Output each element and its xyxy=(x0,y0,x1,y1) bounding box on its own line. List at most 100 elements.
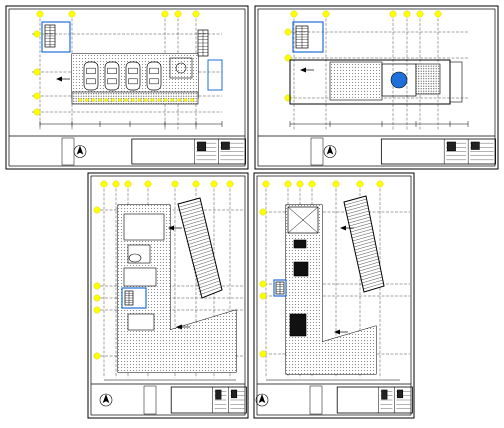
stair-tread xyxy=(357,258,379,266)
grid-bubble-icon xyxy=(190,98,194,102)
grid-bubble-icon xyxy=(93,294,101,302)
grid-bubble xyxy=(434,10,442,18)
grid-bubble xyxy=(259,208,267,216)
grid-bubble-icon xyxy=(183,98,188,102)
grid-bubble xyxy=(98,98,102,102)
grid-bubble xyxy=(416,10,424,18)
stair-tread xyxy=(346,207,369,215)
grid-bubble xyxy=(296,180,304,188)
grid-bubble-icon xyxy=(192,10,200,18)
title-block-frame xyxy=(131,138,246,165)
grid-bubble-icon xyxy=(36,10,44,18)
title-block xyxy=(131,138,246,165)
car-windshield xyxy=(86,67,96,75)
sheet-inner-border xyxy=(8,8,246,167)
service-room xyxy=(169,57,193,79)
stair-tread xyxy=(353,240,376,248)
car-body xyxy=(83,61,99,91)
bath xyxy=(127,244,151,264)
grid-bubble-icon xyxy=(259,208,267,216)
sheet-border xyxy=(253,172,415,419)
section-arrow-icon xyxy=(168,225,182,231)
grid-bubble-icon xyxy=(144,98,148,102)
title-block-logo xyxy=(397,389,404,399)
grid-bubble-icon xyxy=(416,10,424,18)
section-arrow-icon xyxy=(300,67,314,73)
grid-bubble-icon xyxy=(137,98,142,102)
stair-tread xyxy=(359,267,381,275)
stair-tread xyxy=(359,264,380,272)
grid-bubble xyxy=(163,98,168,102)
title-strip-cell xyxy=(310,137,324,166)
grid-bubble-icon xyxy=(262,180,270,188)
highlighted-stair-box xyxy=(121,287,147,309)
car-body xyxy=(104,61,120,91)
stair-tread xyxy=(182,216,205,223)
title-block xyxy=(336,386,413,414)
furniture-block xyxy=(289,313,307,337)
sheet-2-ground-floor xyxy=(254,5,499,170)
grid-bubble xyxy=(33,108,41,116)
stair-tread xyxy=(345,204,368,212)
stair-tread xyxy=(193,262,216,270)
ramp-zone xyxy=(71,91,199,105)
section-arrow-icon xyxy=(176,324,190,330)
grid-bubble xyxy=(284,180,292,188)
stair-tread xyxy=(196,274,219,283)
stair-tread xyxy=(199,286,222,296)
title-block-logo xyxy=(381,389,388,400)
title-block-frame xyxy=(336,386,413,414)
grid-bubble xyxy=(93,352,101,360)
grid-bubble-icon xyxy=(296,180,304,188)
side-room xyxy=(449,61,463,103)
grid-bubble-icon xyxy=(170,98,175,102)
grid-bubble-icon xyxy=(210,180,218,188)
stair-tread xyxy=(197,277,220,286)
grid-bubble-icon xyxy=(192,180,200,188)
grid-bubble xyxy=(192,10,200,18)
grid-bubble xyxy=(308,180,316,188)
stair-tread xyxy=(181,213,204,220)
stair-tread xyxy=(361,273,382,281)
grid-bubble xyxy=(389,10,397,18)
grid-bubble-icon xyxy=(33,30,41,38)
staircase-icon xyxy=(44,24,56,48)
grid-bubble xyxy=(33,68,41,76)
car-icon xyxy=(104,61,120,91)
stair-tread xyxy=(348,216,371,224)
grid-bubble-icon xyxy=(93,282,101,290)
sheet-border xyxy=(87,172,249,419)
stair-tread xyxy=(347,213,370,221)
stair-tread xyxy=(189,246,212,255)
grid-bubble xyxy=(174,10,182,18)
stair-tread xyxy=(356,252,378,260)
grid-bubble xyxy=(144,98,148,102)
stair-tread xyxy=(180,207,203,214)
north-arrow-icon xyxy=(99,393,113,407)
dining-room xyxy=(123,267,157,287)
stair-tread xyxy=(178,200,201,208)
living-room xyxy=(127,313,155,331)
stair-tread xyxy=(195,271,218,280)
grid-bubble-icon xyxy=(78,98,82,102)
grid-bubble xyxy=(144,180,152,188)
stair-tread xyxy=(358,261,380,269)
section-arrow-icon xyxy=(334,329,348,335)
car-rear-window xyxy=(128,78,138,85)
stair-tread xyxy=(197,280,220,289)
stair-tread xyxy=(362,279,383,287)
car-windshield xyxy=(107,67,117,75)
grid-bubble xyxy=(183,98,188,102)
void-cross xyxy=(287,206,319,234)
stair-tread xyxy=(191,256,214,264)
grid-bubble-icon xyxy=(284,28,292,36)
highlighted-stair-box xyxy=(41,21,71,53)
title-strip-cell xyxy=(61,137,75,166)
arrow-head xyxy=(56,76,62,82)
grid-bubble-icon xyxy=(356,180,364,188)
staircase-icon xyxy=(197,29,209,57)
grid-bubble xyxy=(124,180,132,188)
grid-bubble xyxy=(36,10,44,18)
grid-bubble-icon xyxy=(308,180,316,188)
